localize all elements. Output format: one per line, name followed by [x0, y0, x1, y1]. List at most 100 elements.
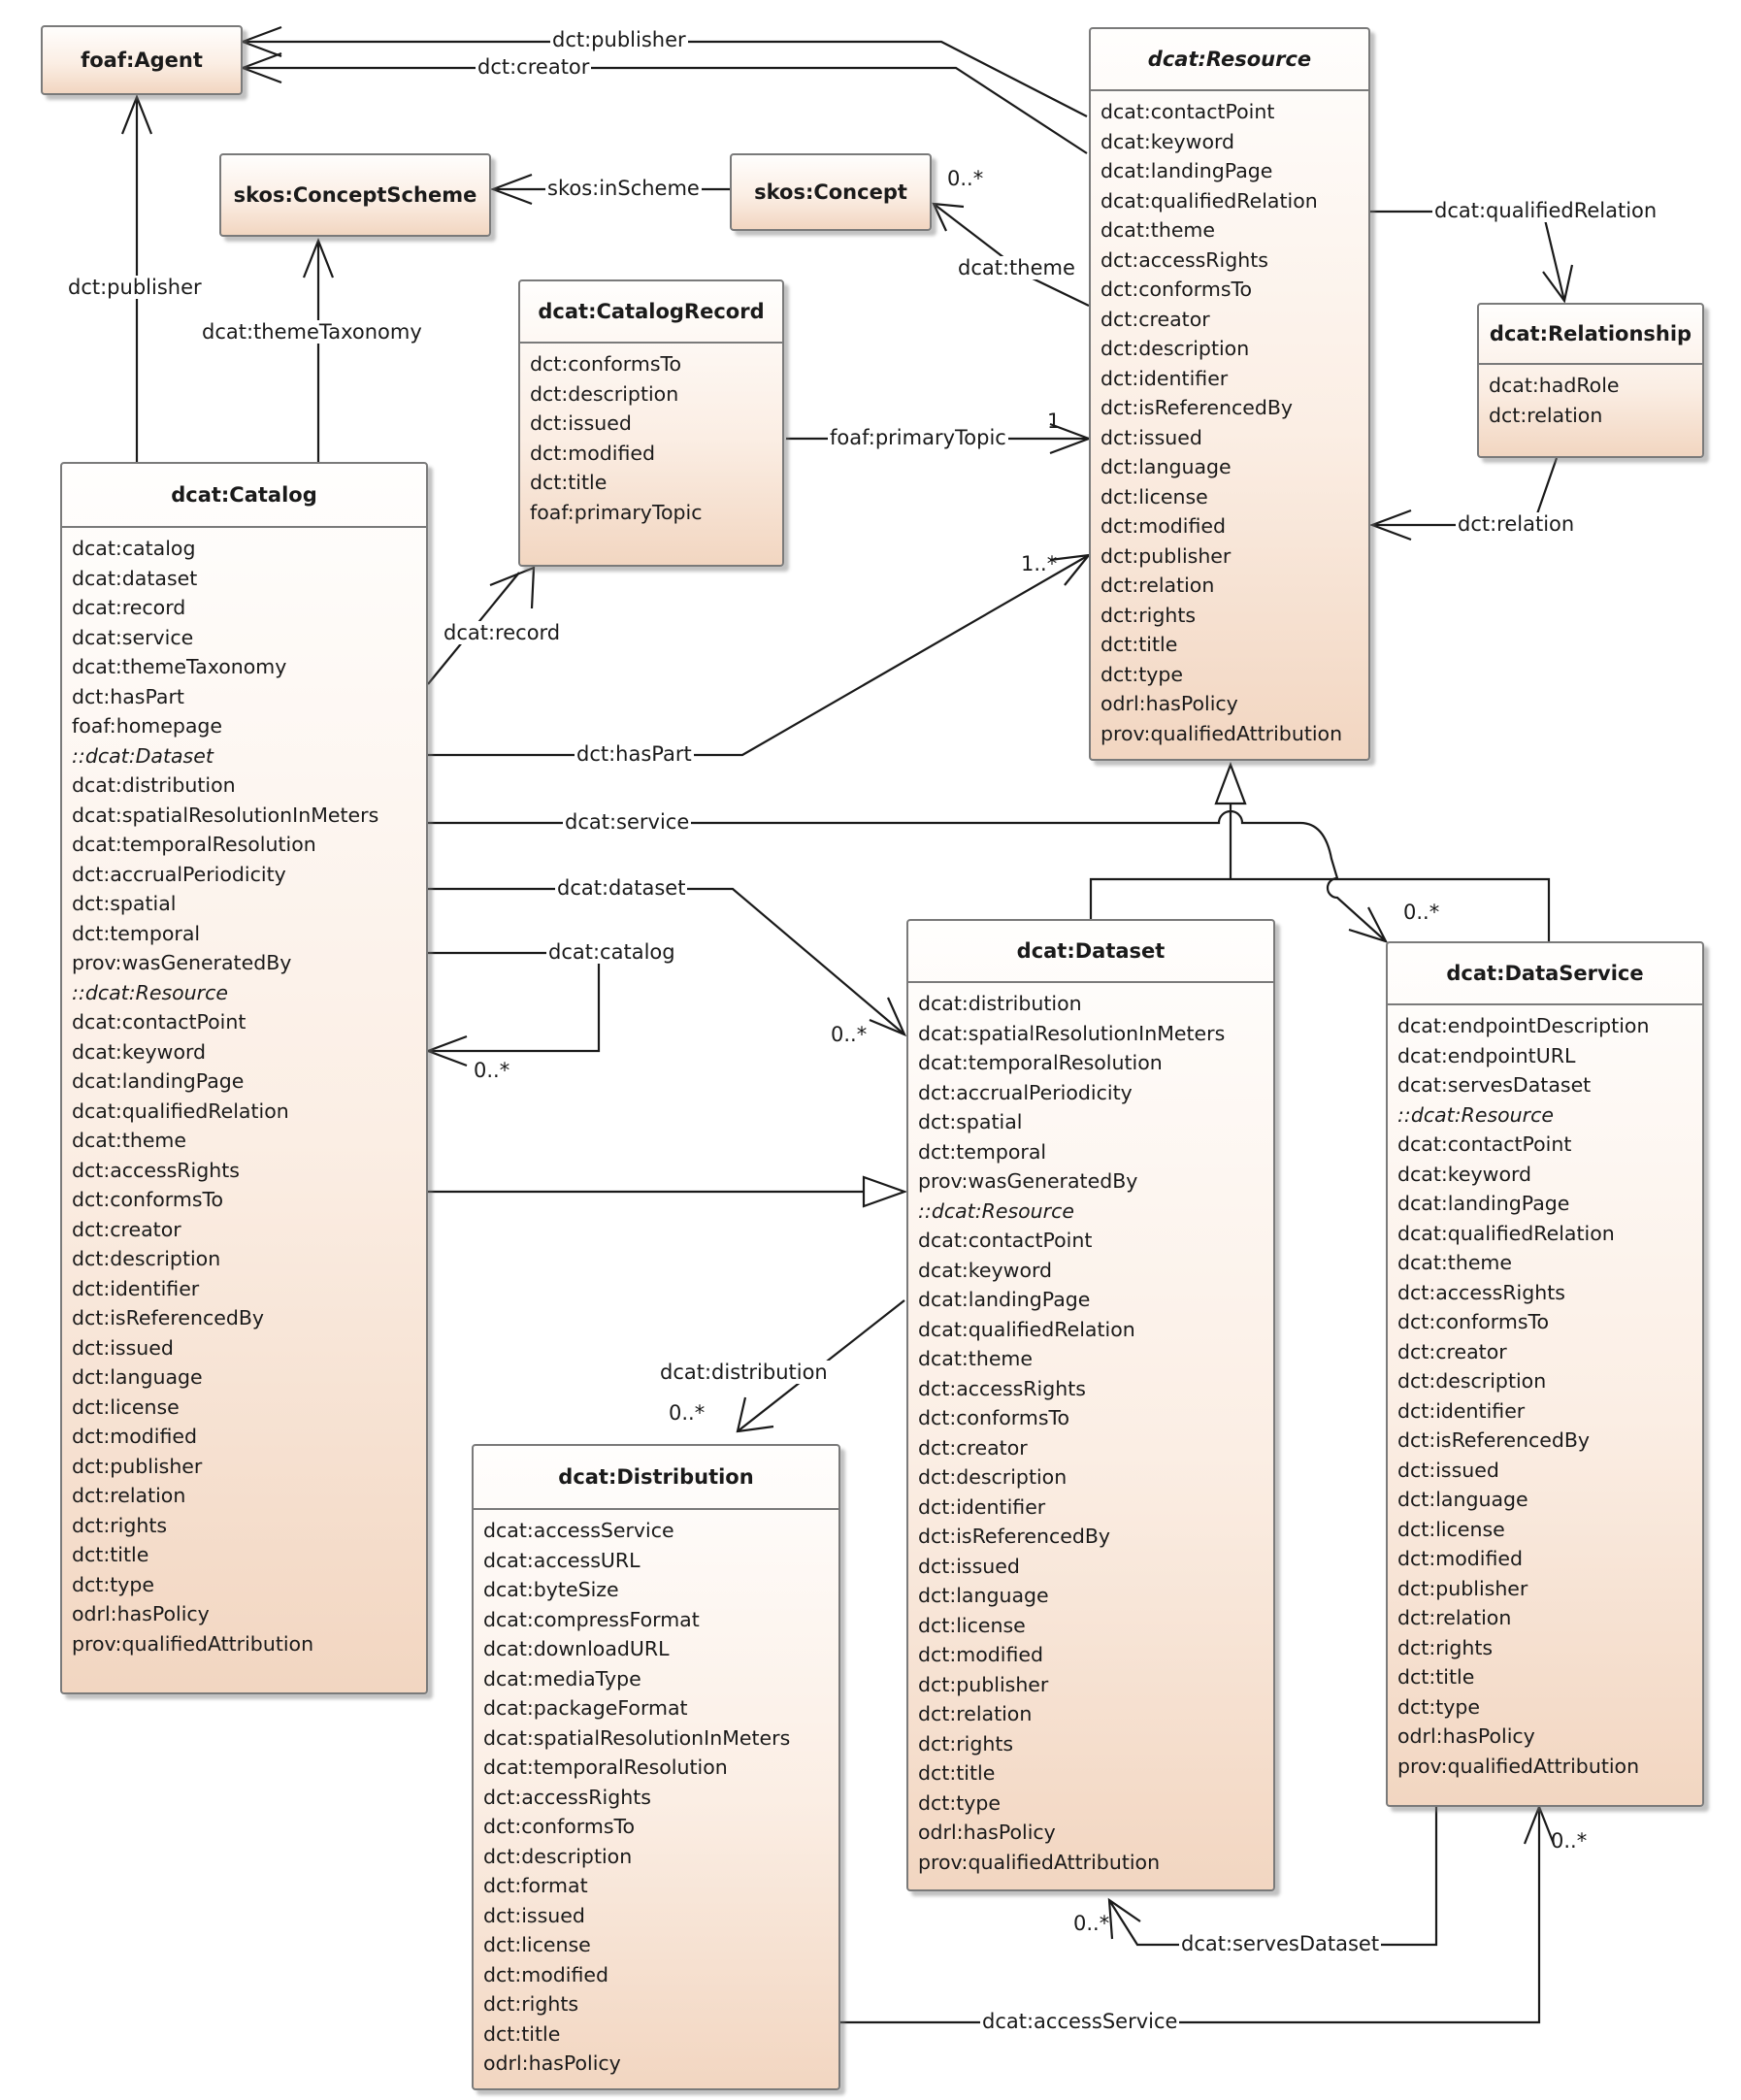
class-attribute: dct:accessRights: [1397, 1280, 1565, 1304]
class-attribute: dct:publisher: [72, 1454, 203, 1478]
arrow-resource-theme: [932, 202, 965, 232]
class-attribute: dct:rights: [72, 1513, 168, 1537]
section-header: ::dcat:Resource: [72, 980, 228, 1004]
class-attribute: dct:relation: [72, 1484, 186, 1507]
arrow-catalog-publisher: [120, 94, 153, 135]
class-attribute: foaf:primaryTopic: [530, 500, 703, 524]
class-attribute: prov:qualifiedAttribution: [918, 1850, 1161, 1874]
class-attribute: dcat:packageFormat: [483, 1696, 688, 1720]
label-record-primarytopic: foaf:primaryTopic: [828, 426, 1008, 449]
class-attribute: dct:accessRights: [1100, 247, 1268, 272]
class-attribute: dcat:spatialResolutionInMeters: [918, 1021, 1226, 1045]
class-attribute: dct:license: [1100, 484, 1208, 509]
class-attribute: dcat:landingPage: [72, 1069, 245, 1093]
class-attribute: dct:accrualPeriodicity: [918, 1080, 1133, 1104]
arrow-catalog-record: [489, 566, 536, 609]
class-attribute: odrl:hasPolicy: [1397, 1724, 1535, 1748]
class-attribute: odrl:hasPolicy: [483, 2051, 621, 2075]
arrow-service-servesdataset: [1107, 1897, 1141, 1940]
class-attribute: dct:modified: [1100, 514, 1226, 538]
class-attribute: dct:publisher: [1100, 543, 1232, 568]
class-attribute: dcat:landingPage: [1397, 1192, 1570, 1215]
class-name: dcat:Distribution: [474, 1446, 838, 1510]
class-attribute: dct:title: [483, 2021, 561, 2046]
arrow-catalog-service: [1348, 906, 1389, 943]
label-dataset-distribution: dcat:distribution: [658, 1361, 830, 1384]
mult-dataset-distribution: 0..*: [669, 1401, 706, 1425]
class-attribute: dcat:contactPoint: [72, 1010, 246, 1034]
class-attribute: dcat:keyword: [1100, 129, 1235, 153]
class-attribute: dct:title: [1397, 1665, 1475, 1689]
class-attribute: dcat:byteSize: [483, 1578, 619, 1601]
class-attribute: dct:description: [1100, 337, 1250, 360]
class-attribute: dct:relation: [1397, 1606, 1512, 1629]
class-attribute: dct:title: [1100, 633, 1178, 656]
class-attribute: dct:language: [72, 1365, 203, 1389]
class-attribute: dct:modified: [1397, 1547, 1523, 1570]
class-attribute: dct:identifier: [72, 1276, 200, 1300]
class-attribute: prov:qualifiedAttribution: [72, 1631, 314, 1656]
label-resource-creator: dct:creator: [476, 55, 592, 79]
class-attribute: dcat:endpointDescription: [1397, 1014, 1650, 1037]
class-attribute: dct:type: [1100, 662, 1184, 686]
link-resource-creator: [243, 66, 1088, 154]
class-attribute: dcat:temporalResolution: [483, 1755, 728, 1779]
link-catalog-haspart: [428, 554, 1090, 757]
class-attribute: dct:description: [483, 1844, 633, 1868]
class-name: dcat:Relationship: [1479, 305, 1702, 365]
class-data-service[interactable]: dcat:DataService dcat:endpointDescriptio…: [1386, 941, 1704, 1807]
class-attribute: dcat:contactPoint: [1397, 1132, 1572, 1156]
class-attribute: dcat:keyword: [918, 1258, 1053, 1282]
label-relationship-relation: dct:relation: [1456, 512, 1577, 536]
arrow-concept-inscheme: [489, 173, 533, 206]
class-concept-scheme[interactable]: skos:ConceptScheme: [219, 153, 491, 237]
gen-triangle-resource: [1214, 761, 1247, 805]
class-attribute: prov:wasGeneratedBy: [72, 951, 292, 974]
link-resource-qualifiedrelation: [1368, 210, 1566, 302]
mult-distribution-accessservice: 0..*: [1551, 1829, 1588, 1853]
gen-triangle-dataset: [862, 1175, 908, 1208]
class-attribute: dcat:theme: [918, 1347, 1034, 1370]
class-attribute: dct:issued: [1100, 425, 1202, 449]
class-attribute: dcat:mediaType: [483, 1666, 641, 1690]
class-attribute: dct:identifier: [1100, 366, 1229, 390]
class-attribute: dct:accessRights: [72, 1158, 240, 1182]
mult-catalog-dataset: 0..*: [831, 1023, 868, 1046]
class-attribute: dct:issued: [483, 1903, 585, 1927]
section-header: ::dcat:Resource: [1397, 1102, 1554, 1127]
class-attribute: dct:accessRights: [918, 1376, 1086, 1400]
class-agent[interactable]: foaf:Agent: [41, 25, 243, 95]
class-name: dcat:DataService: [1388, 943, 1702, 1005]
section-header: ::dcat:Dataset: [72, 743, 214, 768]
arrow-catalog-catalog: [424, 1034, 468, 1067]
mult-record-primarytopic: 1: [1047, 410, 1061, 433]
class-attribute: dct:license: [1397, 1517, 1505, 1541]
mult-catalog-catalog: 0..*: [474, 1059, 510, 1082]
class-attribute: dct:publisher: [918, 1672, 1049, 1696]
class-name: dcat:Dataset: [908, 921, 1273, 983]
class-attribute: dct:publisher: [1397, 1576, 1528, 1600]
class-attribute: dct:language: [1100, 455, 1232, 478]
class-concept[interactable]: skos:Concept: [730, 153, 932, 231]
class-attribute: dcat:theme: [1100, 218, 1216, 242]
class-attribute: dct:spatial: [918, 1110, 1023, 1133]
mult-service-servesdataset: 0..*: [1073, 1912, 1110, 1935]
class-name: dcat:CatalogRecord: [520, 281, 782, 344]
class-attribute: dct:conformsTo: [72, 1188, 224, 1211]
class-attribute: dct:accrualPeriodicity: [72, 862, 286, 886]
class-attribute: dcat:keyword: [72, 1039, 207, 1064]
class-attribute: dct:issued: [72, 1335, 174, 1360]
label-catalog-dataset: dcat:dataset: [555, 876, 688, 900]
